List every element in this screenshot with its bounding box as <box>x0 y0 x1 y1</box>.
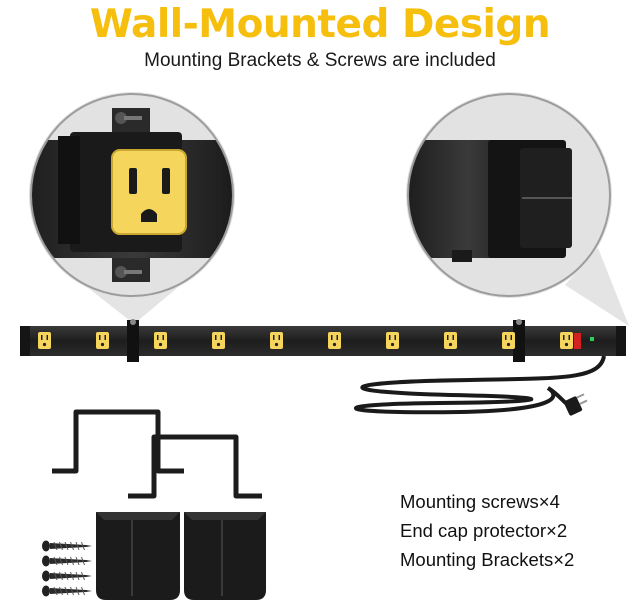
mounting-bracket-icon <box>52 409 184 474</box>
screw-icon <box>42 570 92 582</box>
power-strip <box>20 319 626 416</box>
power-plug-icon <box>563 393 588 416</box>
page-subtitle: Mounting Brackets & Screws are included <box>144 50 496 71</box>
outlet-icon <box>154 332 167 349</box>
contents-item-end-caps: End cap protector×2 <box>400 520 568 541</box>
screw-icon <box>115 266 142 278</box>
package-contents-list: Mounting screws×4 End cap protector×2 Mo… <box>400 487 574 574</box>
left-zoom-circle <box>29 92 235 298</box>
end-cap-closeup-icon <box>488 140 572 258</box>
right-zoom-circle <box>406 92 612 298</box>
screw-icon <box>42 555 92 567</box>
strip-bracket-right <box>513 319 525 362</box>
mounting-bracket-icon <box>128 434 262 499</box>
strip-bracket-left <box>127 319 139 362</box>
outlet-icon <box>270 332 283 349</box>
screw-icon <box>42 585 92 597</box>
outlet-icon <box>96 332 109 349</box>
indicator-light-icon <box>590 337 594 341</box>
outlet-icon <box>328 332 341 349</box>
outlet-icon <box>212 332 225 349</box>
outlet-icon <box>560 332 573 349</box>
outlet-closeup-icon <box>111 149 187 235</box>
screw-icon <box>115 112 142 124</box>
contents-item-brackets: Mounting Brackets×2 <box>400 549 575 570</box>
outlet-icon <box>444 332 457 349</box>
outlet-icon <box>38 332 51 349</box>
contents-item-screws: Mounting screws×4 <box>400 491 560 512</box>
power-switch-icon <box>574 333 581 349</box>
outlet-icon <box>502 332 515 349</box>
page-title: Wall-Mounted Design <box>89 2 551 47</box>
end-cap-protector-icon <box>184 512 266 600</box>
end-cap-protector-icon <box>96 512 180 600</box>
outlet-icon <box>386 332 399 349</box>
screw-icon <box>42 540 92 552</box>
